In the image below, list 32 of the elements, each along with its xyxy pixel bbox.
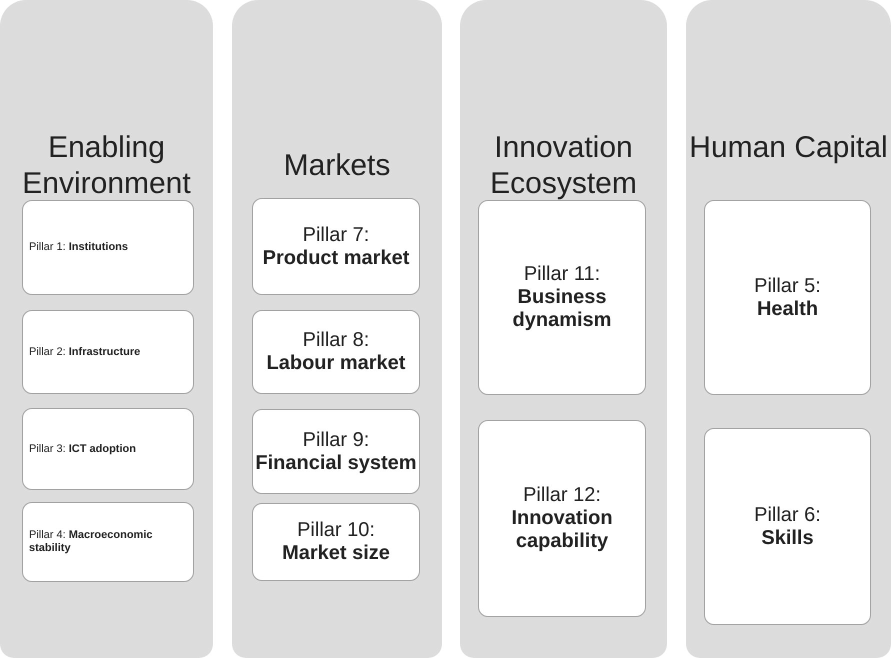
- category-column: [460, 0, 667, 658]
- category-column: [0, 0, 213, 658]
- pillar-box: [22, 502, 194, 582]
- pillar-box: [252, 503, 420, 581]
- pillar-box: [22, 310, 194, 394]
- pillar-label: Pillar 4: Macroeconomic stability: [28, 529, 154, 555]
- pillar-label: Pillar 5: Health: [753, 274, 822, 320]
- pillar-box: [478, 200, 646, 395]
- pillar-label: Pillar 12: Innovation capability: [510, 484, 614, 553]
- pillar-label: Pillar 6: Skills: [753, 504, 822, 550]
- pillar-label: Pillar 9: Financial system: [254, 428, 418, 474]
- pillar-label: Pillar 10: Market size: [281, 519, 391, 565]
- pillar-box: [22, 408, 194, 490]
- category-column: [232, 0, 442, 658]
- pillar-label: Pillar 11: Business dynamism: [512, 263, 612, 332]
- column-heading: Markets: [282, 148, 392, 184]
- column-heading: Human Capital: [688, 130, 889, 166]
- pillar-box: [252, 409, 420, 494]
- pillar-label: Pillar 8: Labour market: [266, 329, 406, 375]
- pillar-box: [22, 200, 194, 295]
- column-heading: Innovation Ecosystem: [489, 130, 638, 202]
- pillar-label: Pillar 3: ICT adoption: [28, 442, 137, 456]
- pillar-box: [478, 420, 646, 617]
- pillar-label: Pillar 2: Infrastructure: [28, 346, 142, 358]
- column-heading: Enabling Environment: [21, 130, 192, 202]
- pillar-box: [704, 428, 871, 625]
- pillar-box: [252, 198, 420, 295]
- pillar-box: [252, 310, 420, 394]
- pillar-box: [704, 200, 871, 395]
- pillar-label: Pillar 7: Product market: [262, 224, 410, 270]
- category-column: [686, 0, 891, 658]
- pillar-label: Pillar 1: Institutions: [28, 241, 130, 254]
